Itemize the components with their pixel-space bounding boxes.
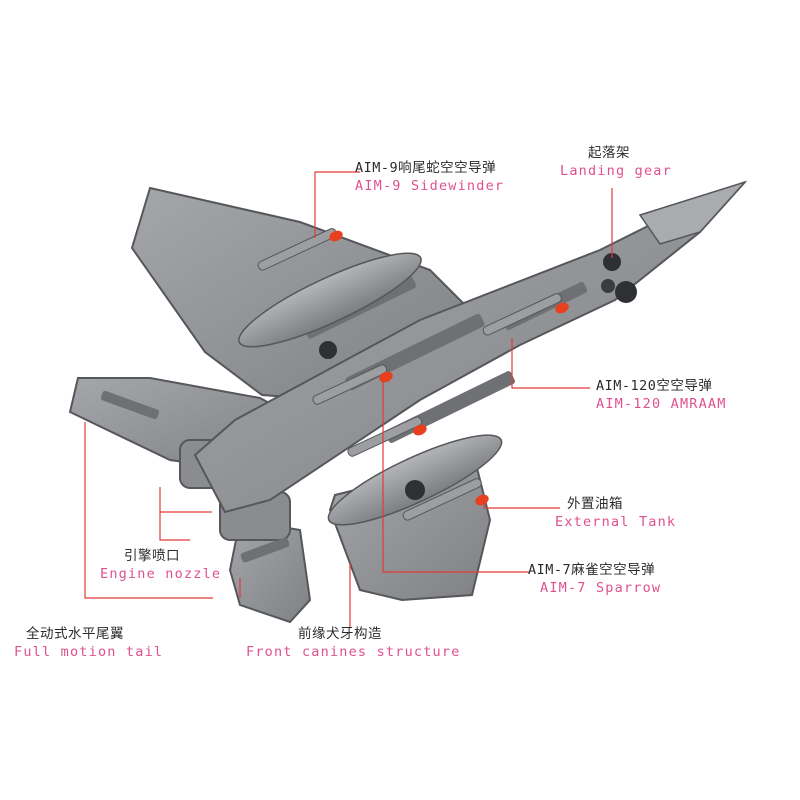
callout-external-tank-zh: 外置油箱	[567, 496, 623, 512]
callout-full-motion-tail: 全动式水平尾翼 Full motion tail	[14, 626, 164, 660]
callout-front-canines-en: Front canines structure	[246, 643, 461, 660]
aim7-missile-lower	[402, 478, 489, 521]
callout-landing-gear-zh: 起落架	[588, 145, 630, 161]
landing-gear-nose	[603, 253, 621, 271]
callout-full-motion-tail-zh: 全动式水平尾翼	[26, 626, 124, 642]
landing-gear-main	[319, 279, 637, 500]
callout-landing-gear: 起落架 Landing gear	[560, 145, 672, 179]
callout-engine-nozzle: 引擎喷口 Engine nozzle	[100, 548, 222, 582]
callout-engine-nozzle-zh: 引擎喷口	[124, 548, 180, 564]
callout-aim7-zh: AIM-7麻雀空空导弹	[528, 562, 656, 578]
callout-aim7: AIM-7麻雀空空导弹 AIM-7 Sparrow	[528, 562, 662, 596]
callout-front-canines: 前缘犬牙构造 Front canines structure	[246, 626, 461, 660]
callout-landing-gear-en: Landing gear	[560, 162, 672, 179]
callout-external-tank-en: External Tank	[555, 513, 677, 530]
callout-external-tank: 外置油箱 External Tank	[555, 496, 677, 530]
callout-front-canines-zh: 前缘犬牙构造	[298, 626, 382, 642]
callout-full-motion-tail-en: Full motion tail	[14, 643, 164, 660]
callout-aim9: AIM-9响尾蛇空空导弹 AIM-9 Sidewinder	[355, 160, 505, 194]
aim9-missile	[257, 228, 343, 271]
external-tank-upper	[238, 252, 422, 348]
callout-aim120-zh: AIM-120空空导弹	[596, 378, 713, 394]
callout-aim9-en: AIM-9 Sidewinder	[355, 177, 505, 194]
callout-aim120-en: AIM-120 AMRAAM	[596, 395, 727, 412]
leader-lines	[84, 171, 613, 628]
callout-engine-nozzle-en: Engine nozzle	[100, 565, 222, 582]
callout-aim9-zh: AIM-9响尾蛇空空导弹	[355, 160, 497, 176]
callout-aim7-en: AIM-7 Sparrow	[540, 579, 662, 596]
aim7-missile-upper	[312, 364, 393, 405]
callout-aim120: AIM-120空空导弹 AIM-120 AMRAAM	[596, 378, 727, 412]
nose-cone	[638, 180, 748, 245]
aim120-missile	[482, 293, 569, 336]
